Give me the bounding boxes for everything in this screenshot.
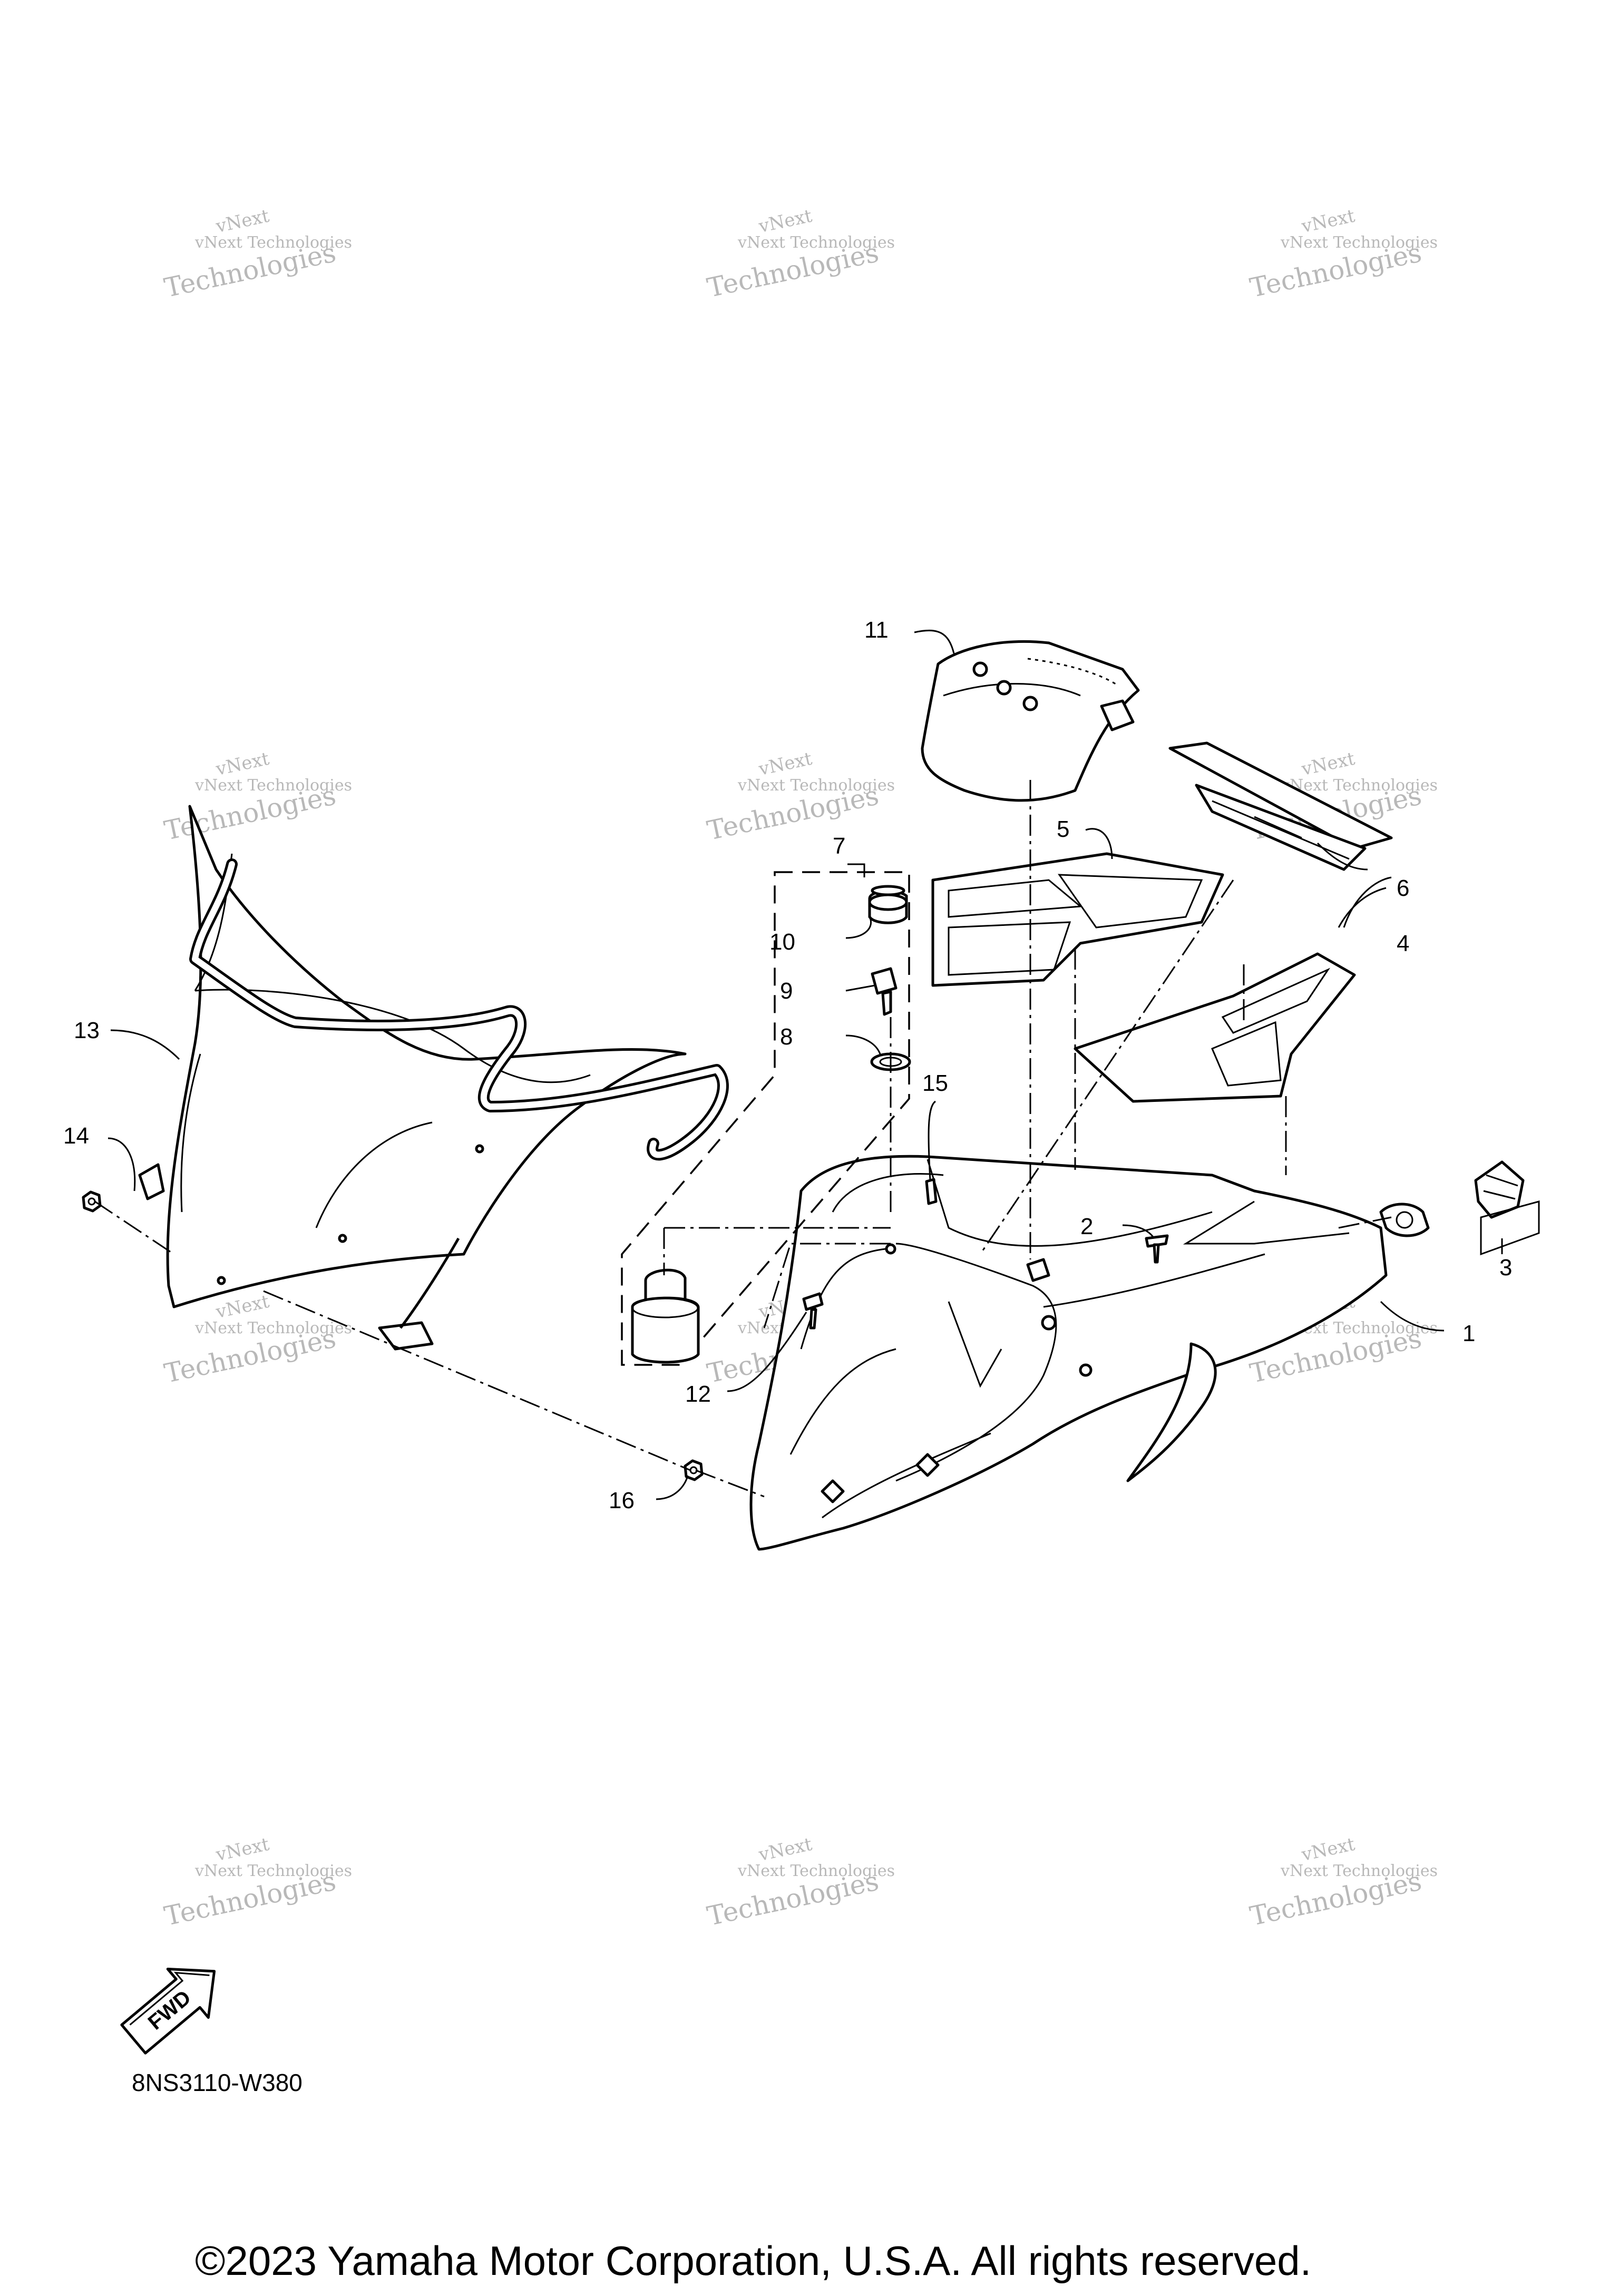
- part-2-screw: [1145, 1234, 1169, 1264]
- part-5-mat: [931, 852, 1224, 987]
- callout-6: 6: [1397, 875, 1409, 901]
- callout-7: 7: [833, 833, 845, 859]
- svg-text:vNext: vNext: [756, 1834, 814, 1866]
- part-12-bolt: [802, 1292, 824, 1330]
- svg-text:vNext: vNext: [213, 748, 271, 780]
- svg-text:vNext: vNext: [213, 1834, 271, 1866]
- watermark: vNext vNext Technologies Technologies: [1247, 206, 1438, 304]
- svg-text:vNext Technologies: vNext Technologies: [1280, 776, 1438, 795]
- watermark: vNext vNext Technologies Technologies: [162, 1834, 352, 1932]
- part-4-mat: [1074, 952, 1356, 1103]
- callout-2: 2: [1080, 1214, 1093, 1239]
- callout-5: 5: [1057, 816, 1069, 842]
- watermark: vNext vNext Technologies Technologies: [705, 206, 895, 304]
- callout-14: 14: [63, 1123, 89, 1149]
- svg-text:vNext Technologies: vNext Technologies: [737, 1862, 895, 1880]
- callout-15: 15: [922, 1070, 948, 1096]
- svg-text:vNext: vNext: [1299, 206, 1357, 238]
- fwd-arrow: FWD: [120, 1968, 216, 2055]
- svg-text:vNext Technologies: vNext Technologies: [737, 776, 895, 795]
- watermark: vNext vNext Technologies Technologies: [162, 1291, 352, 1389]
- callout-12: 12: [685, 1381, 711, 1407]
- callout-13: 13: [74, 1018, 100, 1043]
- callout-1: 1: [1462, 1321, 1475, 1346]
- svg-text:vNext: vNext: [1299, 748, 1357, 780]
- callout-8: 8: [780, 1024, 793, 1050]
- part-1-hull-deck: [749, 1155, 1388, 1551]
- diagram-code: 8NS3110-W380: [132, 2069, 303, 2096]
- svg-text:vNext: vNext: [213, 206, 271, 238]
- svg-text:vNext: vNext: [756, 748, 814, 780]
- svg-text:vNext Technologies: vNext Technologies: [194, 1319, 352, 1337]
- switch-body: [631, 1268, 700, 1364]
- part-11-top-cover: [921, 640, 1140, 802]
- callout-3: 3: [1499, 1255, 1512, 1281]
- part-13-front-cowl: [138, 805, 729, 1351]
- svg-text:vNext: vNext: [756, 206, 814, 238]
- part-9-key: [871, 967, 898, 1016]
- callout-labels: 1 2 3 4 5 6 7 8 9 10 11 12 13 14 15 16: [63, 617, 1512, 1513]
- callout-11: 11: [864, 617, 889, 643]
- callout-9: 9: [780, 978, 793, 1004]
- watermark: vNext vNext Technologies Technologies: [1247, 1834, 1438, 1932]
- watermark: vNext vNext Technologies Technologies: [705, 748, 895, 846]
- svg-text:vNext: vNext: [213, 1291, 271, 1323]
- part-14-nut: [82, 1190, 102, 1213]
- svg-text:vNext Technologies: vNext Technologies: [1280, 233, 1438, 252]
- svg-text:vNext Technologies: vNext Technologies: [194, 776, 352, 795]
- part-3-socket-assy: [1379, 1160, 1525, 1237]
- watermark: vNext vNext Technologies Technologies: [162, 748, 352, 846]
- callout-10: 10: [769, 929, 795, 955]
- part-7-switch-assy: [621, 871, 911, 1366]
- part-10-cap: [868, 885, 908, 924]
- copyright-notice: ©2023 Yamaha Motor Corporation, U.S.A. A…: [195, 2238, 1312, 2284]
- leader-lines: [94, 629, 1540, 1500]
- svg-text:vNext: vNext: [1299, 1834, 1357, 1866]
- svg-text:vNext Technologies: vNext Technologies: [737, 233, 895, 252]
- svg-text:vNext Technologies: vNext Technologies: [194, 1862, 352, 1880]
- part-15-clip: [925, 1178, 938, 1205]
- watermark: vNext vNext Technologies Technologies: [162, 206, 352, 304]
- svg-text:vNext Technologies: vNext Technologies: [1280, 1862, 1438, 1880]
- callout-16: 16: [609, 1488, 635, 1513]
- svg-text:vNext Technologies: vNext Technologies: [194, 233, 352, 252]
- callout-4: 4: [1397, 931, 1409, 956]
- watermark: vNext vNext Technologies Technologies: [705, 1834, 895, 1932]
